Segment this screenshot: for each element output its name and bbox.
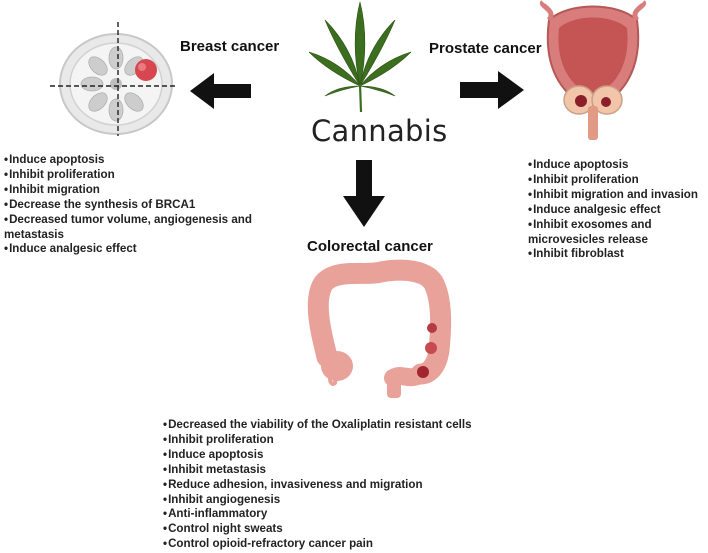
prostate-cancer-heading: Prostate cancer (429, 40, 542, 57)
list-item: Inhibit angiogenesis (163, 493, 508, 508)
list-item: Induce analgesic effect (528, 203, 706, 218)
colon-illustration-icon (305, 259, 455, 400)
list-item: Inhibit proliferation (528, 173, 706, 188)
list-item: Anti-inflammatory (163, 507, 508, 522)
prostate-illustration-icon (537, 0, 649, 140)
list-item: Inhibit exosomes and microvesicles relea… (528, 218, 706, 248)
colorectal-effects-list: Decreased the viability of the Oxaliplat… (163, 418, 508, 552)
list-item: Inhibit metastasis (163, 463, 508, 478)
breast-cancer-heading: Breast cancer (180, 38, 280, 55)
list-item: Inhibit proliferation (4, 168, 284, 183)
cannabis-title: Cannabis (311, 114, 448, 148)
list-item: Induce apoptosis (528, 158, 706, 173)
list-item: Decrease the synthesis of BRCA1 (4, 198, 284, 213)
list-item: Induce analgesic effect (4, 242, 284, 257)
list-item: Inhibit migration (4, 183, 284, 198)
breast-effects-list: Induce apoptosis Inhibit proliferation I… (4, 153, 284, 257)
list-item: Inhibit fibroblast (528, 247, 706, 262)
list-item: Decreased the viability of the Oxaliplat… (163, 418, 508, 433)
arrow-right-icon (460, 70, 524, 110)
list-item: Decreased tumor volume, angiogenesis and… (4, 213, 284, 243)
list-item: Control night sweats (163, 522, 508, 537)
list-item: Inhibit migration and invasion (528, 188, 706, 203)
colorectal-cancer-heading: Colorectal cancer (307, 238, 433, 255)
cannabis-leaf-icon (305, 0, 415, 115)
arrow-down-icon (342, 160, 386, 228)
arrow-left-icon (190, 72, 252, 110)
prostate-effects-list: Induce apoptosis Inhibit proliferation I… (528, 158, 706, 262)
list-item: Inhibit proliferation (163, 433, 508, 448)
list-item: Induce apoptosis (4, 153, 284, 168)
breast-illustration-icon (50, 18, 175, 138)
list-item: Induce apoptosis (163, 448, 508, 463)
list-item: Control opioid-refractory cancer pain (163, 537, 508, 552)
list-item: Reduce adhesion, invasiveness and migrat… (163, 478, 508, 493)
